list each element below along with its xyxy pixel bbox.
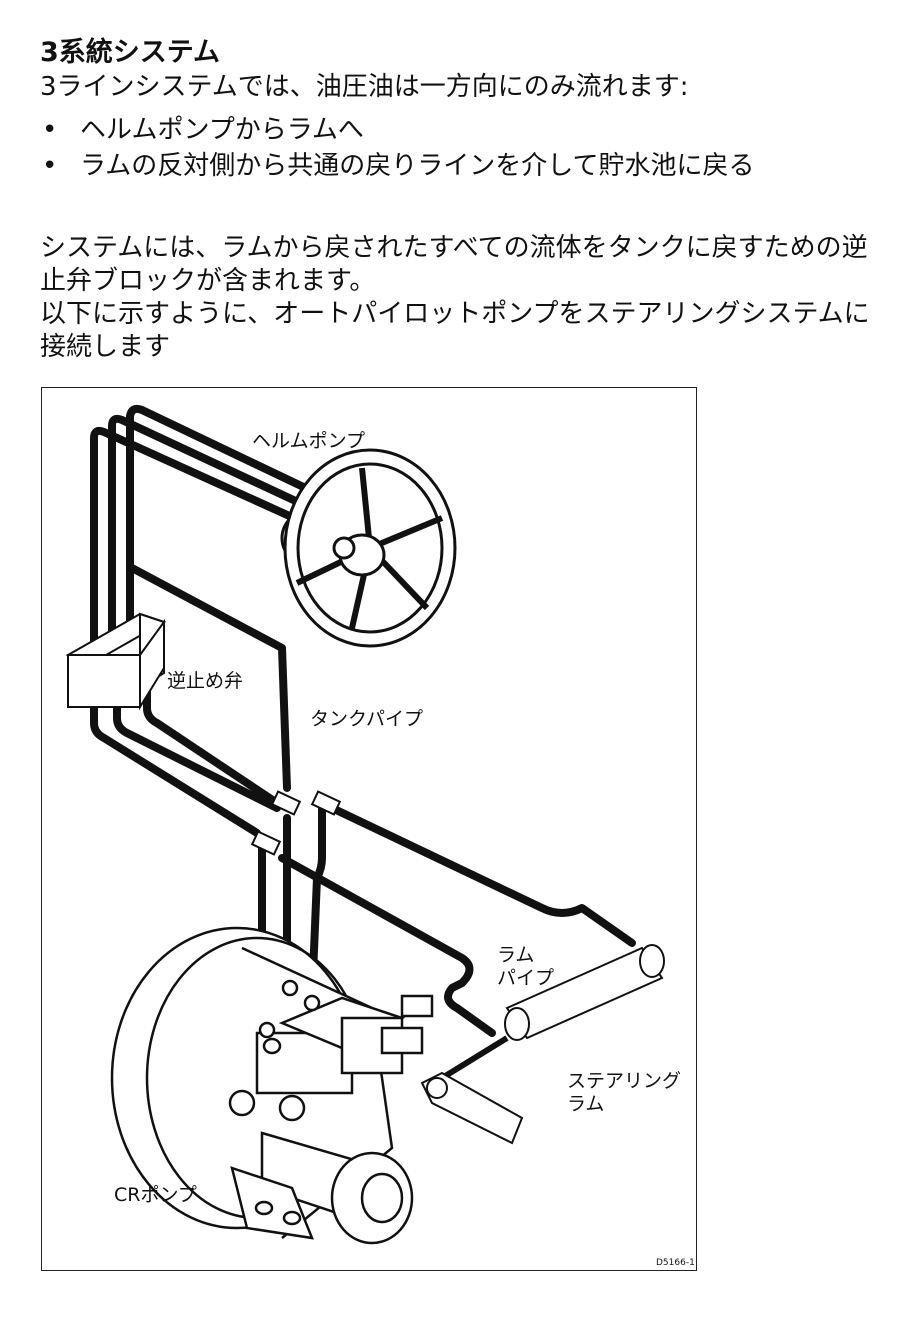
diagram-drawing (65, 404, 665, 1245)
label-tank-pipe: タンクパイプ (310, 708, 424, 730)
list-item: • ヘルムポンプからラムへ (40, 112, 754, 148)
list-item-text: ラムの反対側から共通の戻りラインを介して貯水池に戻る (80, 151, 755, 181)
bullet-list: • ヘルムポンプからラムへ • ラムの反対側から共通の戻りラインを介して貯水池に戻る (40, 112, 754, 184)
list-item: • ラムの反対側から共通の戻りラインを介して貯水池に戻る (40, 148, 754, 184)
bullet-icon: • (42, 151, 58, 181)
label-cr-pump: CRポンプ (114, 1184, 197, 1206)
label-check-valve: 逆止め弁 (167, 670, 244, 692)
body-paragraph: システムには、ラムから戻されたすべての流体をタンクに戻すための逆止弁ブロックが含… (40, 233, 870, 362)
intro-text: 3ラインシステムでは、油圧油は一方向にのみ流れます: (40, 72, 689, 102)
label-steering-ram: ステアリング ラム (567, 1070, 682, 1115)
label-helm-pump: ヘルムポンプ (252, 430, 366, 452)
bullet-icon: • (42, 115, 58, 145)
label-ram-pipe: ラム パイプ (497, 944, 555, 989)
hydraulic-diagram: ヘルムポンプ 逆止め弁 タンクパイプ ラム パイプ ステアリング ラム CRポン… (41, 387, 697, 1271)
page-title: 3系統システム (40, 37, 220, 68)
drawing-code: D5166-1 (656, 1258, 695, 1268)
list-item-text: ヘルムポンプからラムへ (80, 115, 364, 145)
